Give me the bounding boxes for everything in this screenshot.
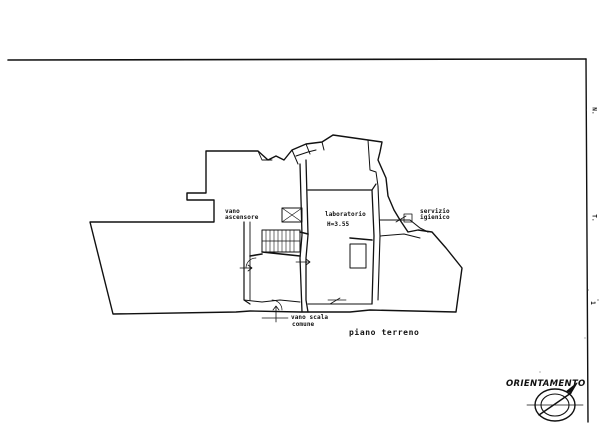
section-arrow-mid xyxy=(295,258,311,266)
lab-right-wall-2 xyxy=(377,185,381,301)
margin-mark-1: N. xyxy=(590,107,598,115)
scan-noise xyxy=(539,109,599,373)
central-wall-right xyxy=(305,159,309,313)
label-servizio-igienico-1: servizio xyxy=(420,208,450,215)
lab-right-wall xyxy=(371,189,375,305)
lab-top-wall xyxy=(307,183,377,191)
floor-title: piano terreno xyxy=(349,328,420,337)
bath-walls xyxy=(379,219,429,233)
section-arrow-left xyxy=(239,264,253,272)
central-wall-top xyxy=(295,149,317,157)
section-arrow-right xyxy=(395,215,407,223)
top-structure xyxy=(291,139,379,187)
margin-mark-2: T. xyxy=(590,214,598,222)
bath-wall-lower xyxy=(379,233,421,239)
lab-door xyxy=(329,297,341,305)
sheet-top-border xyxy=(7,58,587,61)
section-arrow-bottom xyxy=(272,305,280,323)
label-vano-scala-1: vano scala xyxy=(291,314,329,321)
label-vano-scala-2: comune xyxy=(292,321,315,328)
lab-inner-partition xyxy=(349,243,367,269)
sheet-right-border xyxy=(585,58,589,423)
orientation-label: ORIENTAMENTO xyxy=(506,379,586,389)
label-laboratorio: laboratorio xyxy=(325,211,366,218)
label-vano-ascensore-2: ascensore xyxy=(225,214,259,221)
compass xyxy=(526,382,584,422)
elevator-cross xyxy=(281,207,303,223)
door-swing-bottom xyxy=(271,299,283,311)
central-wall-left xyxy=(299,163,303,313)
left-projection xyxy=(186,192,215,201)
door-swing-left xyxy=(245,257,257,269)
lower-left-wall xyxy=(243,299,301,303)
label-vano-ascensore-1: vano xyxy=(225,208,240,215)
margin-mark-3: 1 xyxy=(588,301,596,305)
label-laboratorio-height: H=3.55 xyxy=(327,221,350,228)
label-servizio-igienico-2: igienico xyxy=(420,214,450,221)
building-outline xyxy=(89,134,463,315)
top-notch xyxy=(257,150,273,161)
wall-hatch xyxy=(249,231,373,257)
bath-fixture xyxy=(403,213,413,223)
elevator-shaft xyxy=(281,207,303,223)
